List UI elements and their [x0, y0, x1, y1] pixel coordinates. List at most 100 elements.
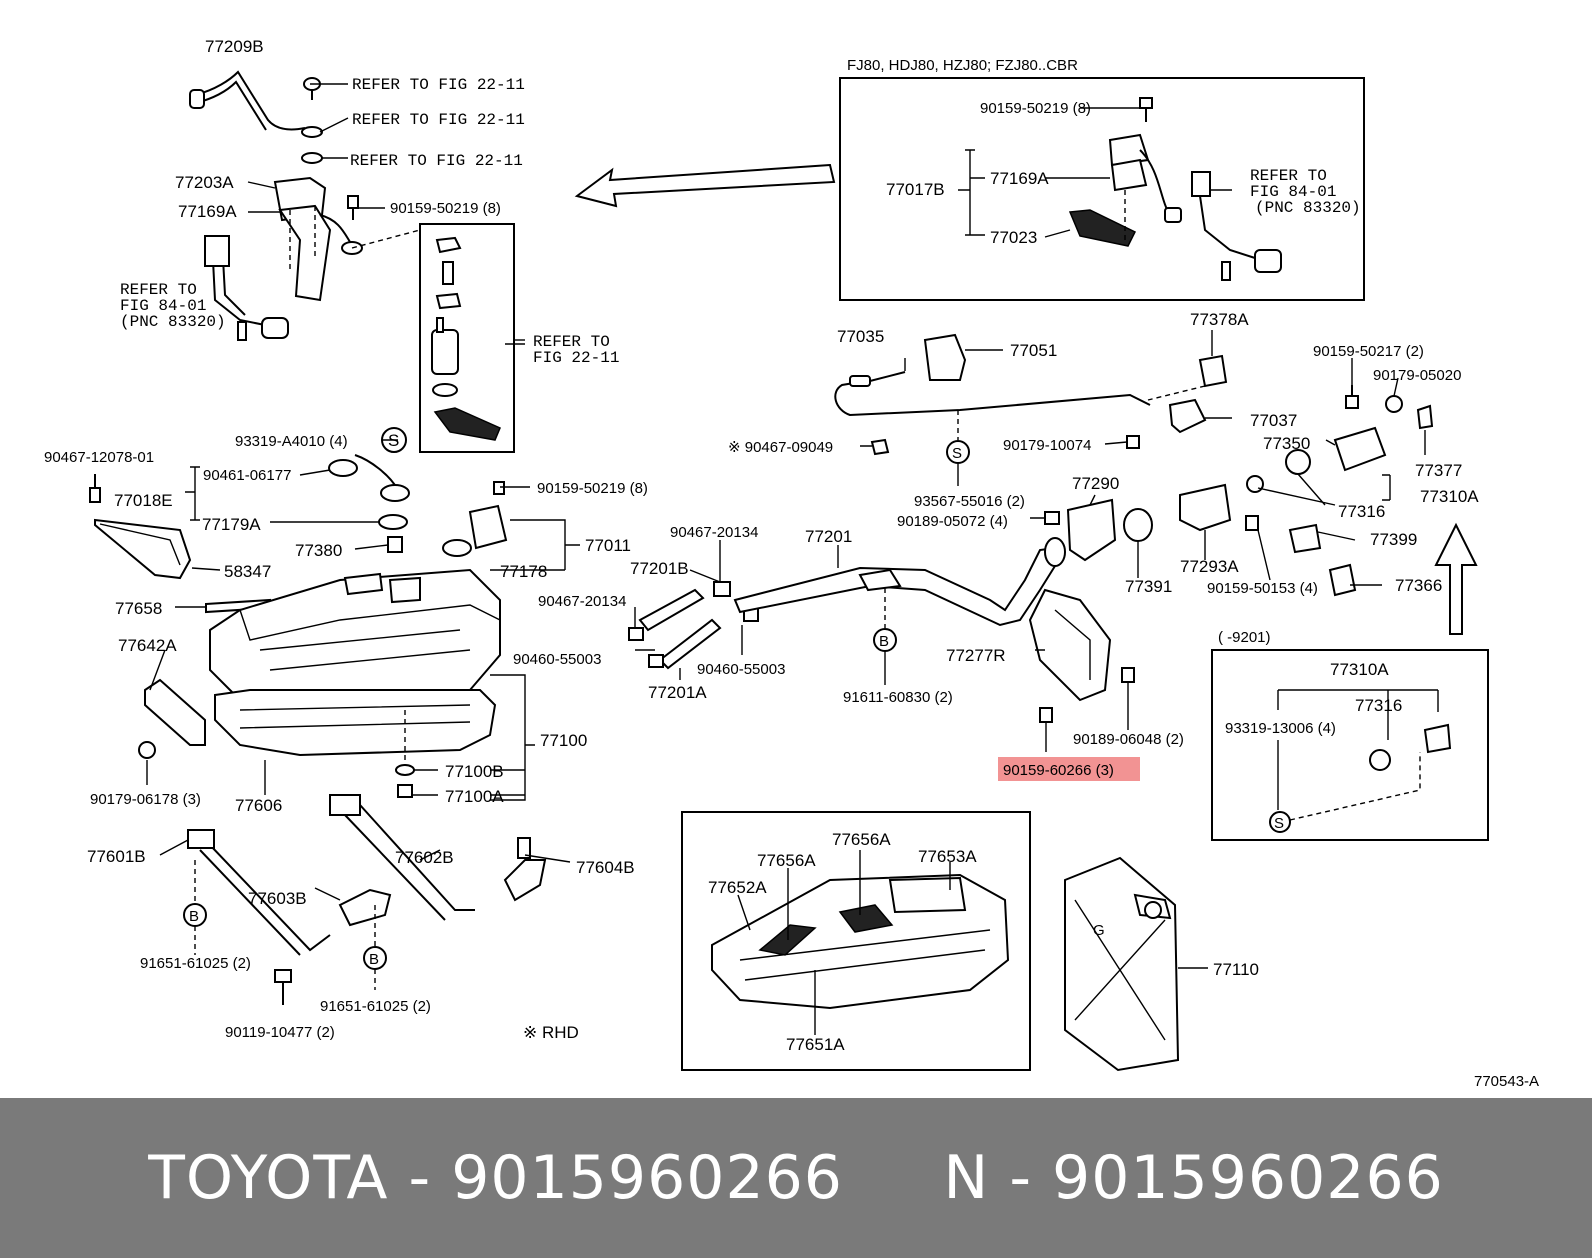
label-91611-60830: 91611-60830 (2): [843, 689, 953, 706]
label-77037: 77037: [1250, 411, 1297, 430]
label-90179-05020: 90179-05020: [1373, 367, 1461, 384]
label-77378a: 77378A: [1190, 310, 1249, 329]
label-77656a-top: 77656A: [832, 830, 891, 849]
footer-gap: [843, 1143, 943, 1213]
footer-part-number-text: TOYOTA - 9015960266 N - 9015960266: [148, 1143, 1444, 1213]
label-refer-fig22-3: REFER TO FIG 22-11: [350, 152, 523, 170]
label-90461-06177: 90461-06177: [203, 467, 291, 484]
inset-early-title: ( -9201): [1218, 629, 1271, 646]
label-77169a-top: 77169A: [990, 169, 1049, 188]
filler-pipe-group: B: [628, 537, 1135, 723]
label-refer-fig22-box-2: FIG 22-11: [533, 349, 619, 367]
label-77350: 77350: [1263, 434, 1310, 453]
label-77018e: 77018E: [114, 491, 173, 510]
hose-77201b: [638, 588, 705, 632]
label-90189-06048: 90189-06048 (2): [1073, 731, 1184, 748]
label-77017b: 77017B: [886, 180, 945, 199]
label-90467-20134-a: 90467-20134: [670, 524, 758, 541]
footer-part-number-1: 9015960266: [451, 1143, 843, 1213]
label-90189-05072: 90189-05072 (4): [897, 513, 1008, 530]
protector-58347: [94, 518, 192, 580]
label-refer-fig84-top-1: REFER TO: [1250, 167, 1327, 185]
label-77310a-box: 77310A: [1330, 660, 1389, 679]
footer-separator-2: -: [989, 1143, 1053, 1213]
part-number-footer: TOYOTA - 9015960266 N - 9015960266: [0, 1098, 1592, 1258]
label-77201b: 77201B: [630, 559, 689, 578]
label-77293a: 77293A: [1180, 557, 1239, 576]
label-90159-50219-mid: 90159-50219 (8): [537, 480, 648, 497]
filler-77293a: [1179, 483, 1232, 532]
label-77023: 77023: [990, 228, 1037, 247]
label-77035: 77035: [837, 327, 884, 346]
label-90460-55003-b: 90460-55003: [697, 661, 785, 678]
label-77603b: 77603B: [248, 889, 307, 908]
gasket-77290: [1066, 498, 1117, 562]
inset-early-frame: [1211, 649, 1489, 841]
clamp-77378a: [1198, 354, 1228, 388]
footer-separator-1: -: [388, 1143, 452, 1213]
jerry-can-body: [1064, 856, 1180, 1072]
footer-variant: N: [943, 1143, 990, 1213]
fuel-pump-kit-box: [419, 223, 525, 453]
label-77110: 77110: [1213, 960, 1259, 979]
label-refer-fig84-top-2: FIG 84-01: [1250, 183, 1336, 201]
label-77602b: 77602B: [395, 848, 454, 867]
label-77179a: 77179A: [202, 515, 261, 534]
label-refer-fig84-left-3: (PNC 83320): [120, 313, 226, 331]
label-77658: 77658: [115, 599, 162, 618]
label-77316-mid: 77316: [1338, 502, 1385, 521]
label-refer-fig84-left-1: REFER TO: [120, 281, 197, 299]
label-77169a-left: 77169A: [178, 202, 237, 221]
label-77653a: 77653A: [918, 847, 977, 866]
label-77100a: 77100A: [445, 787, 504, 806]
reference-arrow-left: [574, 163, 836, 208]
fuel-pump-frame: [419, 223, 515, 453]
holder-77051: [923, 333, 967, 381]
exploded-parts-diagram: FJ80, HDJ80, HZJ80; FZJ80..CBR: [44, 37, 1540, 1090]
label-77201a: 77201A: [648, 683, 707, 702]
label-77366: 77366: [1395, 576, 1442, 595]
label-refer-fig84-top-3: (PNC 83320): [1255, 199, 1361, 217]
label-rhd-note: ※ RHD: [523, 1023, 579, 1042]
hose-77209b: [194, 70, 306, 131]
label-refer-fig22-1: REFER TO FIG 22-11: [352, 76, 525, 94]
label-77377: 77377: [1415, 461, 1462, 480]
footer-part-number-2: 9015960266: [1052, 1143, 1444, 1213]
lock-77037: [1168, 398, 1207, 434]
label-90119-10477: 90119-10477 (2): [225, 1024, 335, 1041]
symbol-b-pipe: B: [879, 633, 889, 650]
label-93319-13006: 93319-13006 (4): [1225, 720, 1336, 737]
label-90179-06178: 90179-06178 (3): [90, 791, 201, 808]
bracket-77603b: [338, 888, 392, 927]
inset-fj80-frame: [839, 77, 1365, 301]
jerry-can-g-mark: G: [1093, 922, 1105, 939]
label-77100b: 77100B: [445, 762, 504, 781]
symbol-b-strap-left: B: [189, 908, 199, 925]
protector-77277r: [1028, 588, 1112, 702]
label-77209b: 77209B: [205, 37, 264, 56]
bracket-77604b: [503, 859, 547, 902]
label-91651-61025-b: 91651-61025 (2): [320, 998, 431, 1015]
footer-brand: TOYOTA: [148, 1143, 389, 1213]
symbol-s-cable: S: [952, 445, 962, 462]
label-77290: 77290: [1072, 474, 1119, 493]
fuel-tank-77100: [138, 568, 535, 801]
jerry-can-77110: G: [1064, 856, 1208, 1072]
label-77652a: 77652A: [708, 878, 767, 897]
label-77606: 77606: [235, 796, 282, 815]
reference-arrow-up: [1434, 522, 1478, 635]
tank-straps: B B: [183, 794, 547, 1005]
symbol-b-strap-right: B: [369, 951, 379, 968]
label-90467-20134-b: 90467-20134: [538, 593, 626, 610]
inset-early-variant: ( -9201) S: [1211, 629, 1489, 841]
part-labels: 77209B REFER TO FIG 22-11 REFER TO FIG 2…: [44, 37, 1539, 1090]
cable-77035: [834, 381, 1151, 417]
label-77399: 77399: [1370, 530, 1417, 549]
label-77310a-mid: 77310A: [1420, 487, 1479, 506]
label-77100: 77100: [540, 731, 587, 750]
ring-77391: [1123, 508, 1153, 542]
inset-tank-frame: [681, 811, 1031, 1071]
label-77604b: 77604B: [576, 858, 635, 877]
fuel-lid-cable-group: S: [834, 333, 1259, 562]
